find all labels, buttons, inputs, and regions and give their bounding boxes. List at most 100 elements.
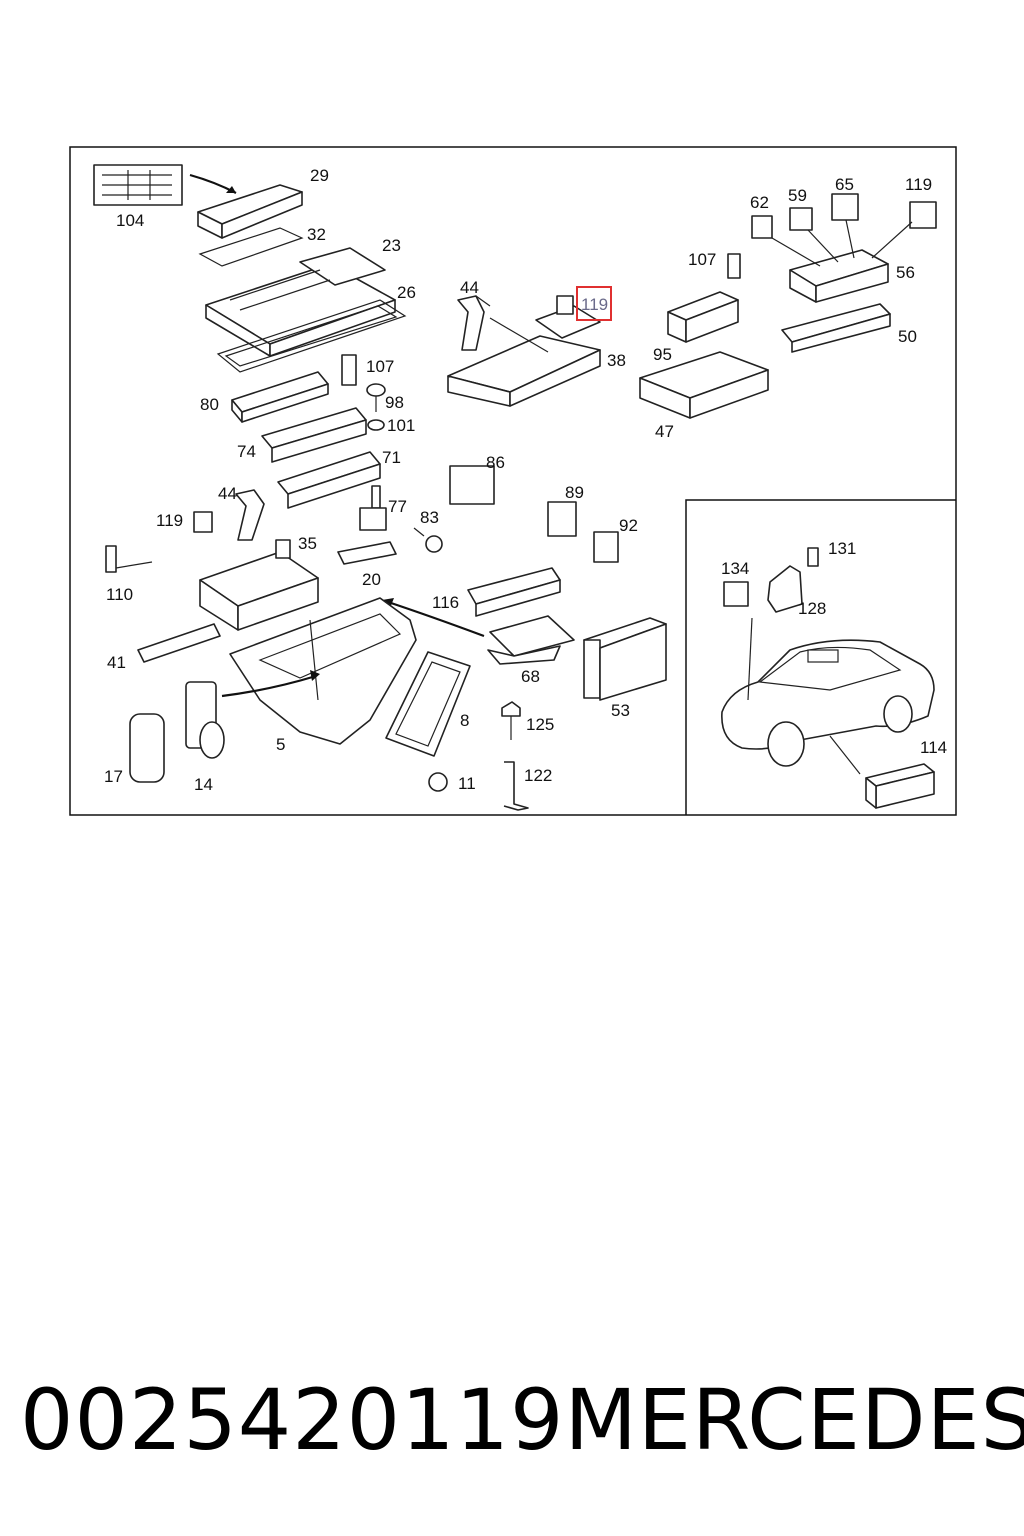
label-38: 38 <box>607 351 626 370</box>
parts-diagram: 104 29 32 23 26 107 98 101 80 74 71 44 3… <box>69 146 957 816</box>
label-53: 53 <box>611 701 630 720</box>
highlight-box <box>576 286 612 321</box>
label-56: 56 <box>896 263 915 282</box>
label-59: 59 <box>788 186 807 205</box>
part-86-connector <box>449 465 495 505</box>
label-5: 5 <box>276 735 285 754</box>
part-14-holder <box>185 681 225 759</box>
arrow-68 <box>387 600 485 638</box>
part-80-fuse-carrier <box>231 371 329 423</box>
leader-119 <box>871 221 913 259</box>
part-50-rail <box>781 303 891 353</box>
label-125: 125 <box>526 715 554 734</box>
label-83: 83 <box>420 508 439 527</box>
part-44-bracket-lower <box>235 489 265 541</box>
diagram-frame <box>69 146 957 816</box>
part-107-fuse <box>341 354 357 386</box>
label-65: 65 <box>835 175 854 194</box>
label-107: 107 <box>366 357 394 376</box>
leader-65 <box>845 219 855 259</box>
part-44-bracket-upper <box>457 295 491 351</box>
label-62: 62 <box>750 193 769 212</box>
label-77: 77 <box>388 497 407 516</box>
part-74-fuse-carrier <box>261 407 367 463</box>
part-11-nut <box>428 772 448 792</box>
label-110: 110 <box>106 585 133 604</box>
part-101-washer <box>367 419 385 431</box>
brand-name: MERCEDES <box>564 1371 1024 1469</box>
part-122-clip <box>503 761 529 811</box>
leader-59 <box>807 229 839 263</box>
part-8-frame <box>385 651 471 757</box>
arrow-5 <box>221 674 317 698</box>
part-107-fuse-right <box>727 253 741 279</box>
label-80: 80 <box>200 395 219 414</box>
label-44: 44 <box>460 278 479 297</box>
part-35-fuse-box <box>199 539 319 631</box>
label-134: 134 <box>721 559 749 578</box>
part-110-connector <box>105 545 153 573</box>
leader-114 <box>829 735 861 775</box>
label-104: 104 <box>116 211 144 230</box>
label-119-highlighted: 119 <box>581 295 608 314</box>
part-119-relay-left <box>193 511 213 533</box>
label-23: 23 <box>382 236 401 255</box>
part-59-relay <box>789 207 813 231</box>
part-134-relay <box>723 581 749 607</box>
part-131-fuse <box>807 547 819 567</box>
part-92-connector <box>593 531 619 563</box>
part-41-rail <box>137 623 221 663</box>
part-47-fuse-box <box>639 351 769 419</box>
label-107-right: 107 <box>688 250 716 269</box>
part-65-relay <box>831 193 859 221</box>
label-101: 101 <box>387 416 415 435</box>
label-44-lower: 44 <box>218 484 237 503</box>
part-83-bolt <box>413 527 443 553</box>
label-89: 89 <box>565 483 584 502</box>
part-119-relay-highlighted <box>556 286 612 321</box>
vehicle-inset-frame <box>685 499 956 815</box>
label-29: 29 <box>310 166 329 185</box>
label-74: 74 <box>237 442 256 461</box>
label-116: 116 <box>432 593 459 612</box>
vehicle-illustration <box>721 639 935 767</box>
label-71: 71 <box>382 448 401 467</box>
part-26-seal <box>216 299 407 373</box>
part-53-module <box>583 617 667 701</box>
part-98-screw <box>366 383 386 412</box>
leader-134 <box>747 617 753 701</box>
label-41: 41 <box>107 653 126 672</box>
part-89-connector <box>547 501 577 537</box>
caption: 0025420119 MERCEDES <box>20 1365 1024 1475</box>
part-number: 0025420119 <box>20 1371 565 1469</box>
part-38-fuse-box <box>447 305 601 407</box>
label-119-left: 119 <box>156 511 183 530</box>
label-35: 35 <box>298 534 317 553</box>
part-77-stud <box>359 485 387 531</box>
label-68: 68 <box>521 667 540 686</box>
part-114-battery <box>865 763 935 809</box>
label-8: 8 <box>460 711 469 730</box>
part-116-rail <box>467 567 561 617</box>
part-56-relay-block <box>789 249 889 303</box>
part-119-relay-right <box>909 201 937 229</box>
part-20-bar <box>337 541 397 565</box>
label-114: 114 <box>920 738 947 757</box>
label-92: 92 <box>619 516 638 535</box>
label-119-right: 119 <box>905 175 932 194</box>
part-5-tray <box>229 597 417 745</box>
part-125-screw <box>501 701 521 740</box>
label-20: 20 <box>362 570 381 589</box>
label-86: 86 <box>486 453 505 472</box>
leader-44-38 <box>489 317 549 353</box>
part-32-seal <box>198 227 304 267</box>
label-95: 95 <box>653 345 672 364</box>
label-14: 14 <box>194 775 213 794</box>
label-122: 122 <box>524 766 552 785</box>
part-23-26-housing <box>205 247 396 357</box>
label-50: 50 <box>898 327 917 346</box>
label-26: 26 <box>397 283 416 302</box>
label-98: 98 <box>385 393 404 412</box>
part-95-fuse-strip <box>667 291 739 343</box>
part-17-cap <box>129 713 165 783</box>
